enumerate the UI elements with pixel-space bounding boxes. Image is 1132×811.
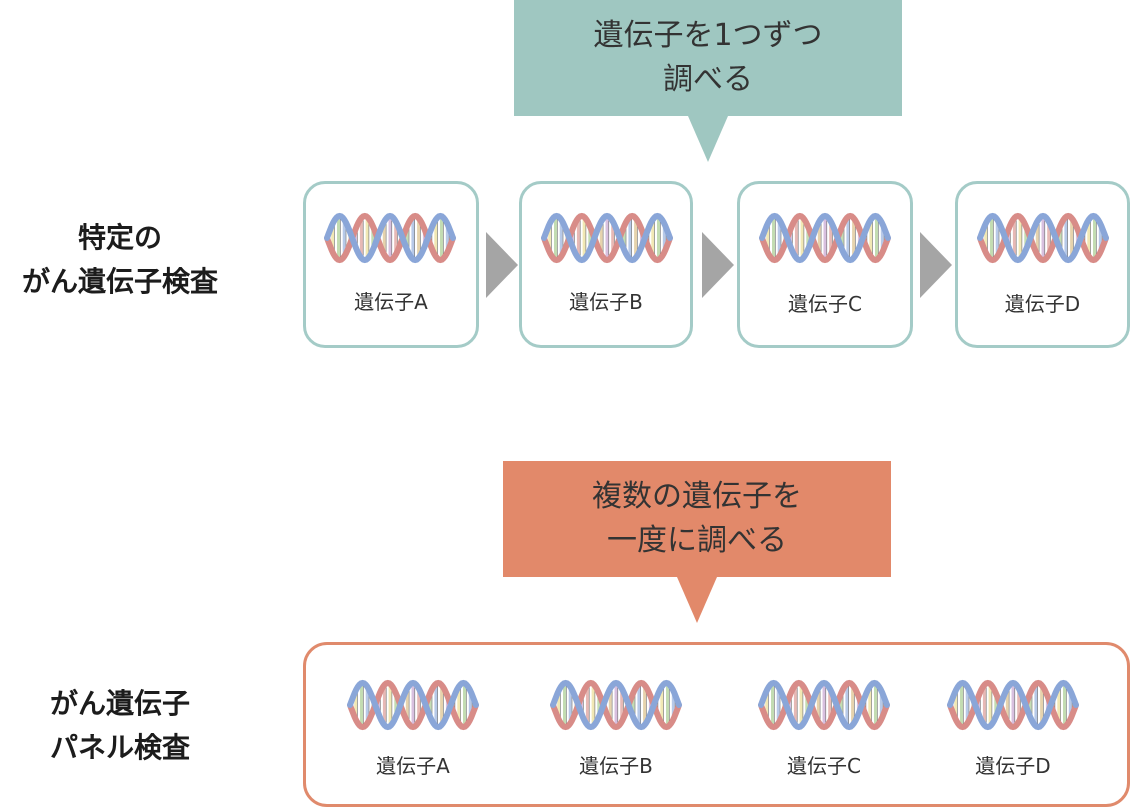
- dna-strand-blue: [947, 679, 1079, 731]
- dna-strand-red: [758, 679, 890, 731]
- dna-icon: [977, 212, 1109, 264]
- dna-strand-blue: [541, 212, 673, 264]
- dna-strand-blue: [550, 679, 682, 731]
- callout-pointer: [688, 116, 728, 162]
- dna-strand-blue: [758, 679, 890, 731]
- dna-strand-red: [541, 212, 673, 264]
- arrow-right-icon: [920, 232, 952, 298]
- panel-gene-label-b: 遺伝子B: [579, 754, 653, 778]
- dna-strand-red: [947, 679, 1079, 731]
- single-test-callout: 遺伝子を1つずつ 調べる: [514, 0, 902, 162]
- dna-icon: [541, 212, 673, 264]
- gene-box-b: [519, 181, 693, 348]
- panel-test-callout: 複数の遺伝子を 一度に調べる: [503, 461, 891, 623]
- panel-test-callout-line-2: 一度に調べる: [607, 523, 787, 558]
- panel-test-callout-line-1: 複数の遺伝子を: [592, 479, 802, 514]
- gene-box-a: [303, 181, 479, 348]
- gene-box-d: [955, 181, 1130, 348]
- dna-icon: [347, 679, 479, 731]
- single-test-callout-line-1: 遺伝子を1つずつ: [593, 18, 823, 53]
- dna-strand-red: [759, 212, 891, 264]
- single-test-label-line-2: がん遺伝子検査: [21, 265, 218, 298]
- dna-icon: [324, 212, 456, 264]
- dna-icon: [759, 212, 891, 264]
- gene-label-a: 遺伝子A: [354, 290, 428, 314]
- panel-test-label: がん遺伝子 パネル検査: [0, 682, 240, 770]
- callout-pointer: [677, 577, 717, 623]
- dna-strand-blue: [977, 212, 1109, 264]
- panel-test-label-line-2: パネル検査: [49, 731, 190, 764]
- single-test-label-line-1: 特定の: [77, 221, 162, 254]
- dna-strand-red: [550, 679, 682, 731]
- dna-icon: [550, 679, 682, 731]
- gene-label-d: 遺伝子D: [1004, 292, 1081, 316]
- dna-icon: [758, 679, 890, 731]
- arrow-right-icon: [486, 232, 518, 298]
- arrow-right-icon: [702, 232, 734, 298]
- dna-strand-blue: [759, 212, 891, 264]
- dna-strand-blue: [324, 212, 456, 264]
- panel-gene-label-d: 遺伝子D: [975, 754, 1051, 778]
- gene-label-b: 遺伝子B: [569, 290, 643, 314]
- panel-gene-label-c: 遺伝子C: [787, 754, 861, 778]
- dna-icon: [947, 679, 1079, 731]
- dna-strand-blue: [347, 679, 479, 731]
- panel-test-label-line-1: がん遺伝子: [49, 687, 190, 720]
- dna-strand-red: [324, 212, 456, 264]
- dna-strand-red: [347, 679, 479, 731]
- single-test-label: 特定の がん遺伝子検査: [0, 216, 240, 304]
- gene-label-c: 遺伝子C: [788, 292, 862, 316]
- dna-strand-red: [977, 212, 1109, 264]
- single-test-callout-line-2: 調べる: [663, 62, 753, 97]
- panel-gene-label-a: 遺伝子A: [376, 754, 450, 778]
- gene-box-c: [737, 181, 913, 348]
